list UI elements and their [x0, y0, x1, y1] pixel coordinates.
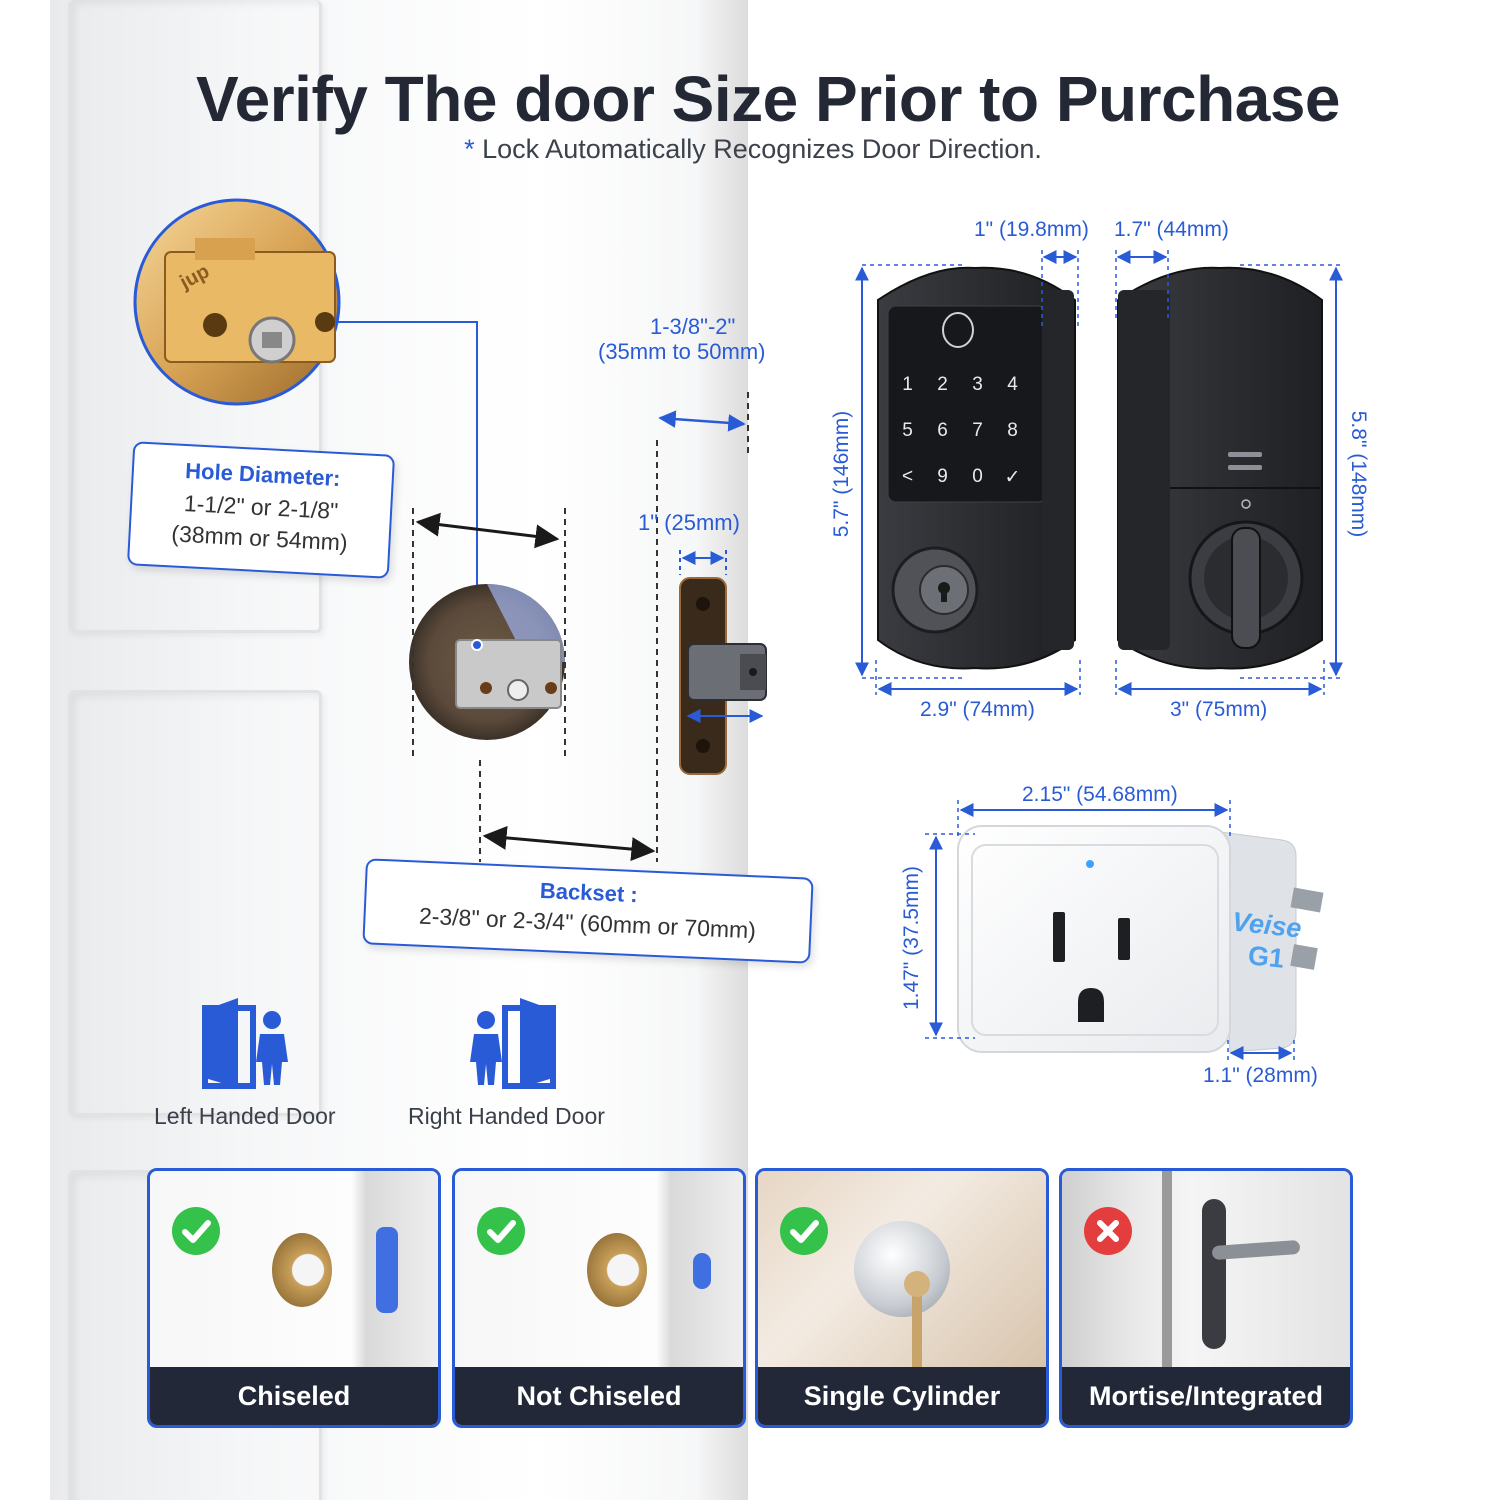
option-card-mortise: Mortise/Integrated	[1059, 1168, 1353, 1428]
option-label: Chiseled	[150, 1367, 438, 1425]
latch-width-label: 1" (25mm)	[638, 510, 740, 535]
door-panel-middle	[68, 690, 322, 1116]
keypad-key: 6	[937, 420, 948, 441]
right-handed-door-label: Right Handed Door	[408, 1103, 605, 1129]
plug-height-label: 1.47" (37.5mm)	[900, 865, 923, 1011]
keypad-key: 5	[902, 420, 913, 441]
option-card-single-cylinder: Single Cylinder	[755, 1168, 1049, 1428]
smart-plug	[957, 825, 1324, 1053]
lock-front-height-label: 5.7" (146mm)	[830, 410, 853, 538]
keypad-key: 1	[902, 374, 913, 395]
check-icon	[780, 1207, 828, 1255]
subtitle-text: Lock Automatically Recognizes Door Direc…	[482, 134, 1042, 164]
keypad-key: 0	[972, 466, 983, 487]
check-icon	[172, 1207, 220, 1255]
door-thickness-metric: (35mm to 50mm)	[598, 339, 766, 364]
keypad: 1 2 3 4 5 6 7 8 < 9 0 ✓	[890, 362, 1030, 492]
chiseled-door-illustration	[150, 1171, 438, 1367]
door-thickness-label: 1-3/8"-2"	[650, 314, 736, 339]
option-card-chiseled: Chiseled	[147, 1168, 441, 1428]
keypad-key: 3	[972, 374, 983, 395]
option-label: Mortise/Integrated	[1062, 1367, 1350, 1425]
keypad-key: 7	[972, 420, 983, 441]
lock-front-depth-label: 1" (19.8mm)	[974, 218, 1089, 241]
plug-model: G1	[1246, 940, 1286, 974]
latch-zoom-circle	[133, 198, 341, 406]
right-handed-door-icon	[470, 998, 556, 1089]
keypad-key: 4	[1007, 374, 1018, 395]
plug-width-label: 2.15" (54.68mm)	[1022, 783, 1178, 806]
page-title: Verify The door Size Prior to Purchase	[196, 63, 1341, 135]
plug-depth-label: 1.1" (28mm)	[1203, 1064, 1318, 1087]
keypad-key: ✓	[1004, 466, 1021, 488]
option-label: Single Cylinder	[758, 1367, 1046, 1425]
keypad-key: 2	[937, 374, 948, 395]
smart-lock-back	[1117, 266, 1323, 670]
single-cylinder-illustration	[758, 1171, 1046, 1371]
left-handed-door-label: Left Handed Door	[154, 1103, 336, 1129]
subtitle-asterisk: *	[464, 134, 475, 164]
mortise-lock-illustration	[1062, 1171, 1350, 1367]
keypad-key: 9	[937, 466, 948, 487]
lock-back-height-label: 5.8" (148mm)	[1347, 410, 1370, 538]
keypad-key: <	[901, 466, 914, 487]
keypad-key: 8	[1007, 420, 1018, 441]
left-handed-door-icon	[202, 998, 288, 1089]
option-label: Not Chiseled	[455, 1367, 743, 1425]
check-icon	[477, 1207, 525, 1255]
hole-diameter-card: Hole Diameter: 1-1/2" or 2-1/8" (38mm or…	[126, 441, 396, 579]
close-icon	[1084, 1207, 1132, 1255]
option-card-not-chiseled: Not Chiseled	[452, 1168, 746, 1428]
not-chiseled-door-illustration	[455, 1171, 743, 1367]
page-subtitle: * Lock Automatically Recognizes Door Dir…	[0, 134, 1500, 165]
lock-back-depth-label: 1.7" (44mm)	[1114, 218, 1229, 241]
bore-hole	[409, 584, 565, 740]
smart-lock-front	[877, 266, 1076, 670]
latch-faceplate	[679, 577, 767, 775]
lock-front-width-label: 2.9" (74mm)	[920, 698, 1035, 721]
lock-back-width-label: 3" (75mm)	[1170, 698, 1268, 721]
